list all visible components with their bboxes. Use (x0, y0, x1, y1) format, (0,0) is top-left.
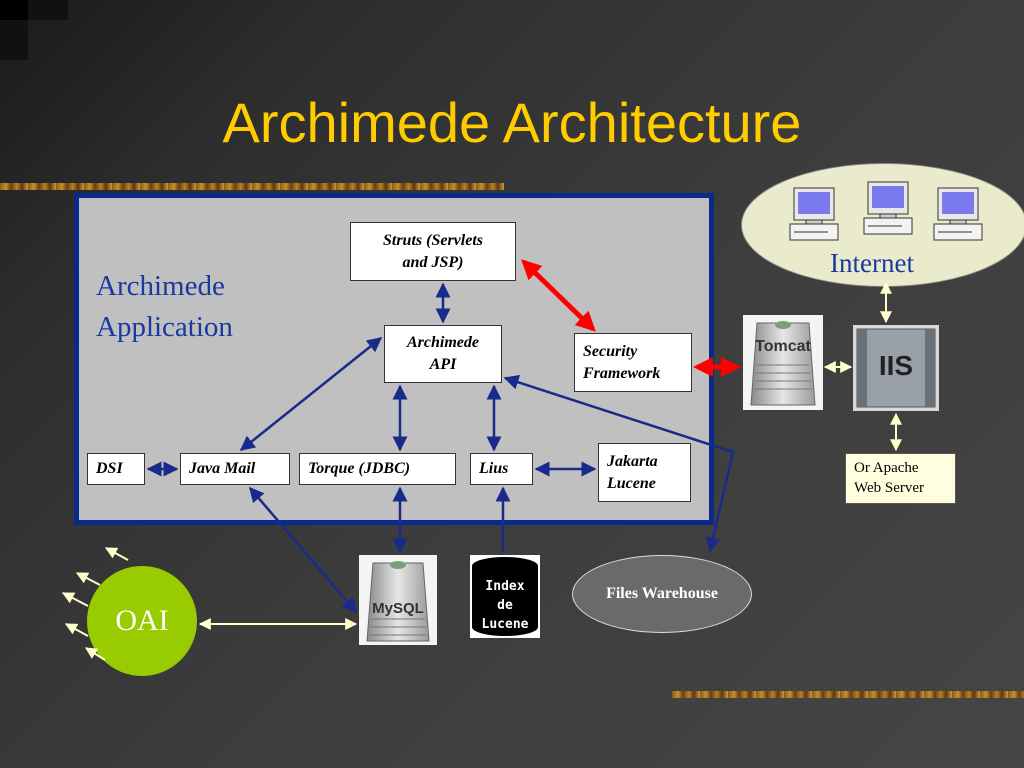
index-label: Index de Lucene (470, 577, 540, 634)
mysql-label: MySQL (372, 600, 424, 617)
apache-line2: Web Server (854, 480, 925, 496)
index-label-line3: Lucene (481, 617, 529, 632)
decorative-stripe (0, 183, 504, 190)
torque-box: Torque (JDBC) (299, 453, 456, 485)
iis-server-icon: IIS (853, 325, 939, 411)
decorative-stripe (672, 691, 1024, 698)
apache-line1: Or Apache (854, 460, 919, 476)
index-label-line2: de (497, 598, 513, 613)
struts-security-connector (521, 259, 596, 332)
apache-note: Or Apache Web Server (845, 453, 956, 504)
database-cylinder (472, 557, 538, 636)
oai-ray-arrow (61, 592, 89, 607)
dsi-label: DSI (96, 460, 123, 477)
struts-label-line2: and JSP) (402, 253, 464, 271)
oai-ray-arrow (64, 623, 89, 637)
corner-block (28, 0, 68, 20)
java-mail-label: Java Mail (189, 460, 256, 477)
computer-icon (863, 181, 913, 235)
corner-block (0, 0, 28, 20)
api-label-line2: API (429, 356, 457, 373)
struts-box: Struts (Servlets and JSP) (350, 222, 516, 281)
oai-ray-arrow (104, 547, 129, 561)
api-javamail-connector (239, 337, 383, 451)
slide-title: Archimede Architecture (222, 91, 802, 154)
javamail-mysql-connector (249, 486, 357, 614)
dsi-box: DSI (87, 453, 145, 485)
application-label-line1: Archimede (96, 270, 225, 302)
struts-label-line1: Struts (Servlets (382, 231, 483, 249)
oai-label: OAI (115, 604, 169, 637)
security-label-line1: Security (583, 342, 638, 360)
application-label-line2: Application (96, 311, 233, 343)
iis-label: IIS (879, 350, 913, 381)
tomcat-label: Tomcat (755, 338, 811, 355)
mysql-server-icon: MySQL (359, 555, 437, 645)
api-warehouse-connector (503, 375, 735, 553)
files-warehouse-label: Files Warehouse (606, 585, 718, 602)
java-mail-box: Java Mail (180, 453, 290, 485)
lucene-index-icon: Index de Lucene (470, 555, 540, 638)
lius-label: Lius (479, 460, 509, 477)
oai-circle: OAI (87, 566, 197, 676)
torque-label: Torque (JDBC) (308, 460, 411, 477)
internet-label: Internet (830, 248, 914, 278)
archimede-api-box: Archimede API (384, 325, 502, 383)
oai-ray-arrow (84, 647, 106, 661)
api-label-line1: Archimede (407, 334, 479, 351)
index-label-line1: Index (485, 579, 525, 594)
files-warehouse-ellipse: Files Warehouse (572, 555, 752, 633)
computer-icon (789, 187, 839, 241)
application-label: Archimede Application (96, 266, 233, 348)
computer-icon (933, 187, 983, 241)
oai-ray-arrow (75, 572, 101, 586)
tomcat-server-icon: Tomcat (743, 315, 823, 410)
corner-block (0, 20, 28, 60)
